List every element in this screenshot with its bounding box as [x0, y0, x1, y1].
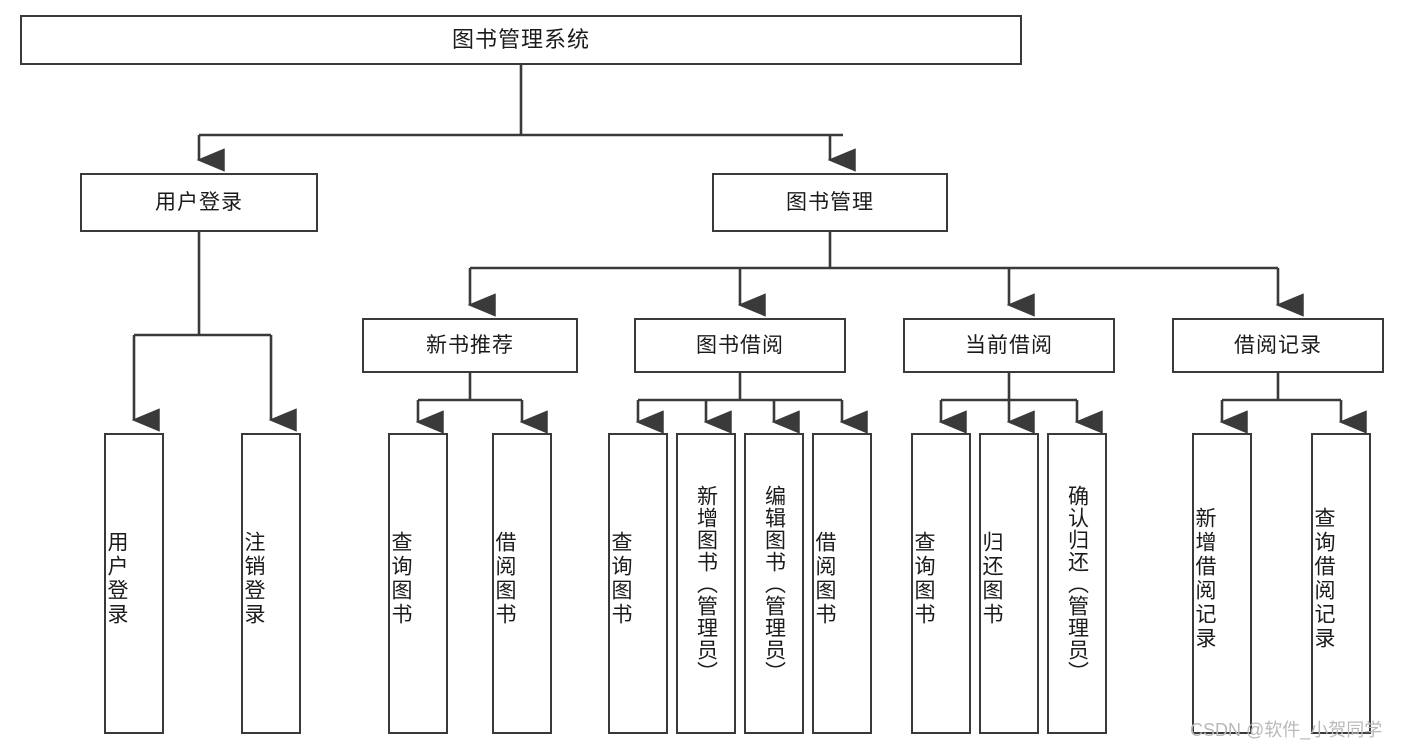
leaf-query-borrow-record[interactable]: 查询借阅记录 — [1311, 433, 1371, 734]
node-book-borrow[interactable]: 图书借阅 — [634, 318, 846, 373]
node-current-borrow[interactable]: 当前借阅 — [903, 318, 1115, 373]
csdn-watermark: CSDN @软件_小贺同学 — [1190, 720, 1383, 740]
node-user-login[interactable]: 用户登录 — [80, 173, 318, 232]
node-label: 确认归还（管理员） — [1065, 484, 1089, 683]
leaf-query-book-borrow[interactable]: 查询图书 — [608, 433, 668, 734]
node-label: 用户登录 — [105, 530, 128, 627]
node-label: 编辑图书（管理员） — [762, 484, 786, 683]
leaf-confirm-return-admin[interactable]: 确认归还（管理员） — [1047, 433, 1107, 734]
leaf-query-book-recommend[interactable]: 查询图书 — [388, 433, 448, 734]
leaf-edit-book-admin[interactable]: 编辑图书（管理员） — [744, 433, 804, 734]
leaf-borrow-book[interactable]: 借阅图书 — [812, 433, 872, 734]
leaf-add-borrow-record[interactable]: 新增借阅记录 — [1192, 433, 1252, 734]
node-label: 借阅记录 — [1234, 333, 1322, 357]
node-label: 新书推荐 — [426, 333, 514, 357]
node-label: 借阅图书 — [813, 530, 836, 627]
node-label: 图书管理系统 — [451, 26, 590, 52]
leaf-user-login[interactable]: 用户登录 — [104, 433, 164, 734]
node-new-book-recommend[interactable]: 新书推荐 — [362, 318, 578, 373]
node-book-management[interactable]: 图书管理 — [712, 173, 948, 232]
node-label: 归还图书 — [980, 530, 1003, 627]
leaf-add-book-admin[interactable]: 新增图书（管理员） — [676, 433, 736, 734]
leaf-borrow-book-recommend[interactable]: 借阅图书 — [492, 433, 552, 734]
leaf-query-book-current[interactable]: 查询图书 — [911, 433, 971, 734]
node-label: 借阅图书 — [493, 530, 516, 627]
node-label: 当前借阅 — [965, 333, 1053, 357]
node-root-book-management-system[interactable]: 图书管理系统 — [20, 15, 1022, 65]
node-label: 新增图书（管理员） — [694, 484, 718, 683]
node-label: 查询图书 — [389, 530, 412, 627]
leaf-logout[interactable]: 注销登录 — [241, 433, 301, 734]
leaf-return-book[interactable]: 归还图书 — [979, 433, 1039, 734]
node-label: 查询借阅记录 — [1312, 506, 1335, 651]
node-label: 图书借阅 — [696, 333, 784, 357]
node-label: 图书管理 — [786, 190, 874, 214]
node-label: 查询图书 — [609, 530, 632, 627]
node-label: 查询图书 — [912, 530, 935, 627]
node-label: 用户登录 — [155, 190, 243, 214]
node-label: 新增借阅记录 — [1193, 506, 1216, 651]
node-borrow-record[interactable]: 借阅记录 — [1172, 318, 1384, 373]
node-label: 注销登录 — [242, 530, 265, 627]
